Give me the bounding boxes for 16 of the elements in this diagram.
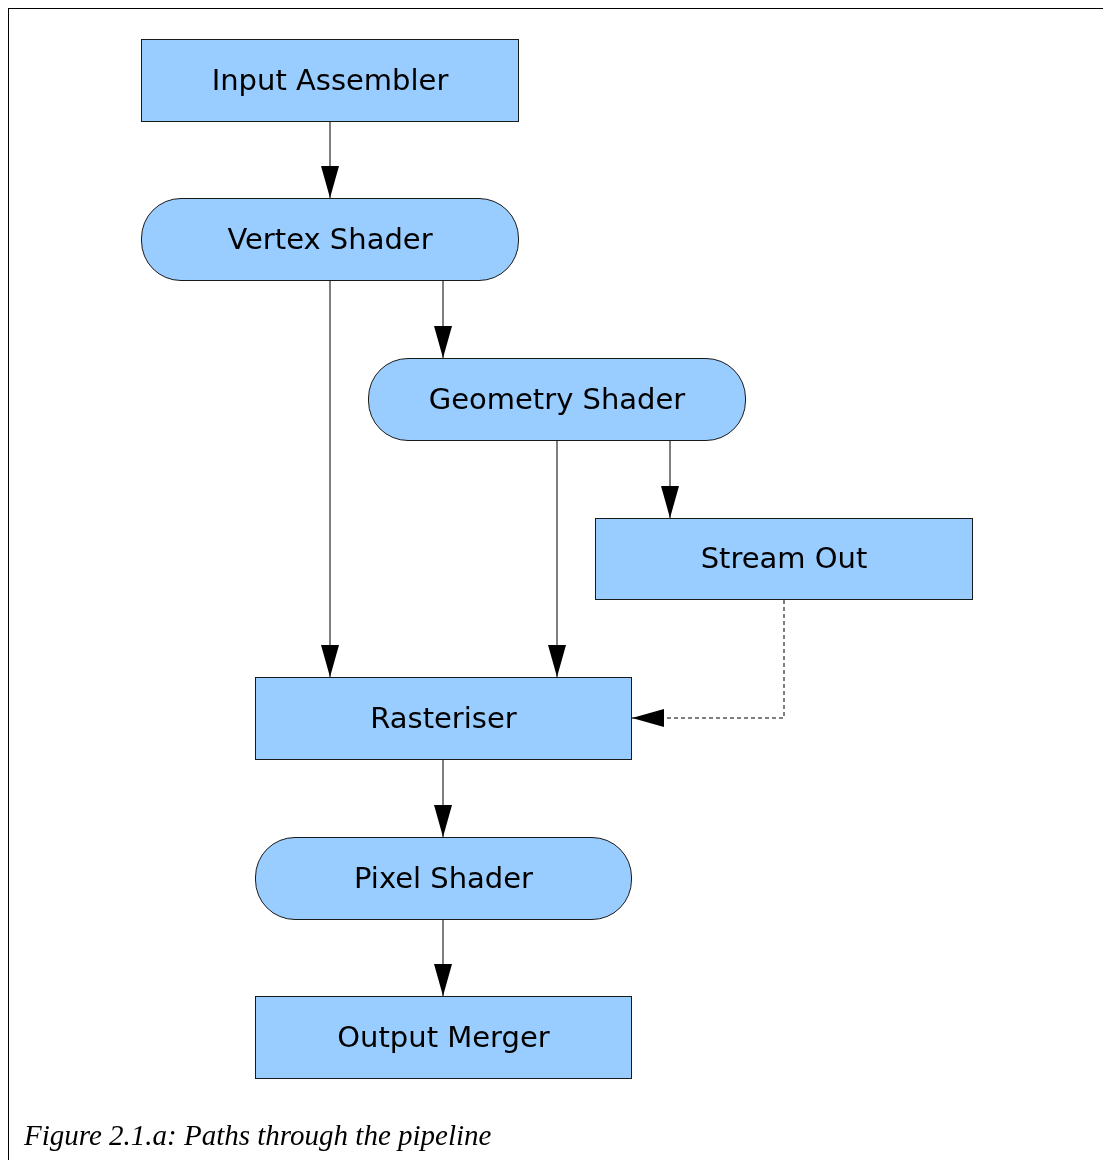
arrow (631, 599, 785, 727)
arrow (321, 280, 339, 678)
arrow (434, 280, 452, 359)
arrow (434, 919, 452, 997)
arrow (661, 440, 679, 519)
arrow (548, 440, 566, 678)
arrow (321, 121, 339, 199)
rounded-process-box: Geometry Shader (368, 358, 746, 441)
process-box: Input Assembler (141, 39, 519, 122)
process-box: Stream Out (595, 518, 973, 600)
figure-caption: Figure 2.1.a: Paths through the pipeline (24, 1118, 492, 1153)
arrow (434, 759, 452, 838)
rounded-process-box: Pixel Shader (255, 837, 632, 920)
process-box: Output Merger (255, 996, 632, 1079)
process-box: Rasteriser (255, 677, 632, 760)
rounded-process-box: Vertex Shader (141, 198, 519, 281)
